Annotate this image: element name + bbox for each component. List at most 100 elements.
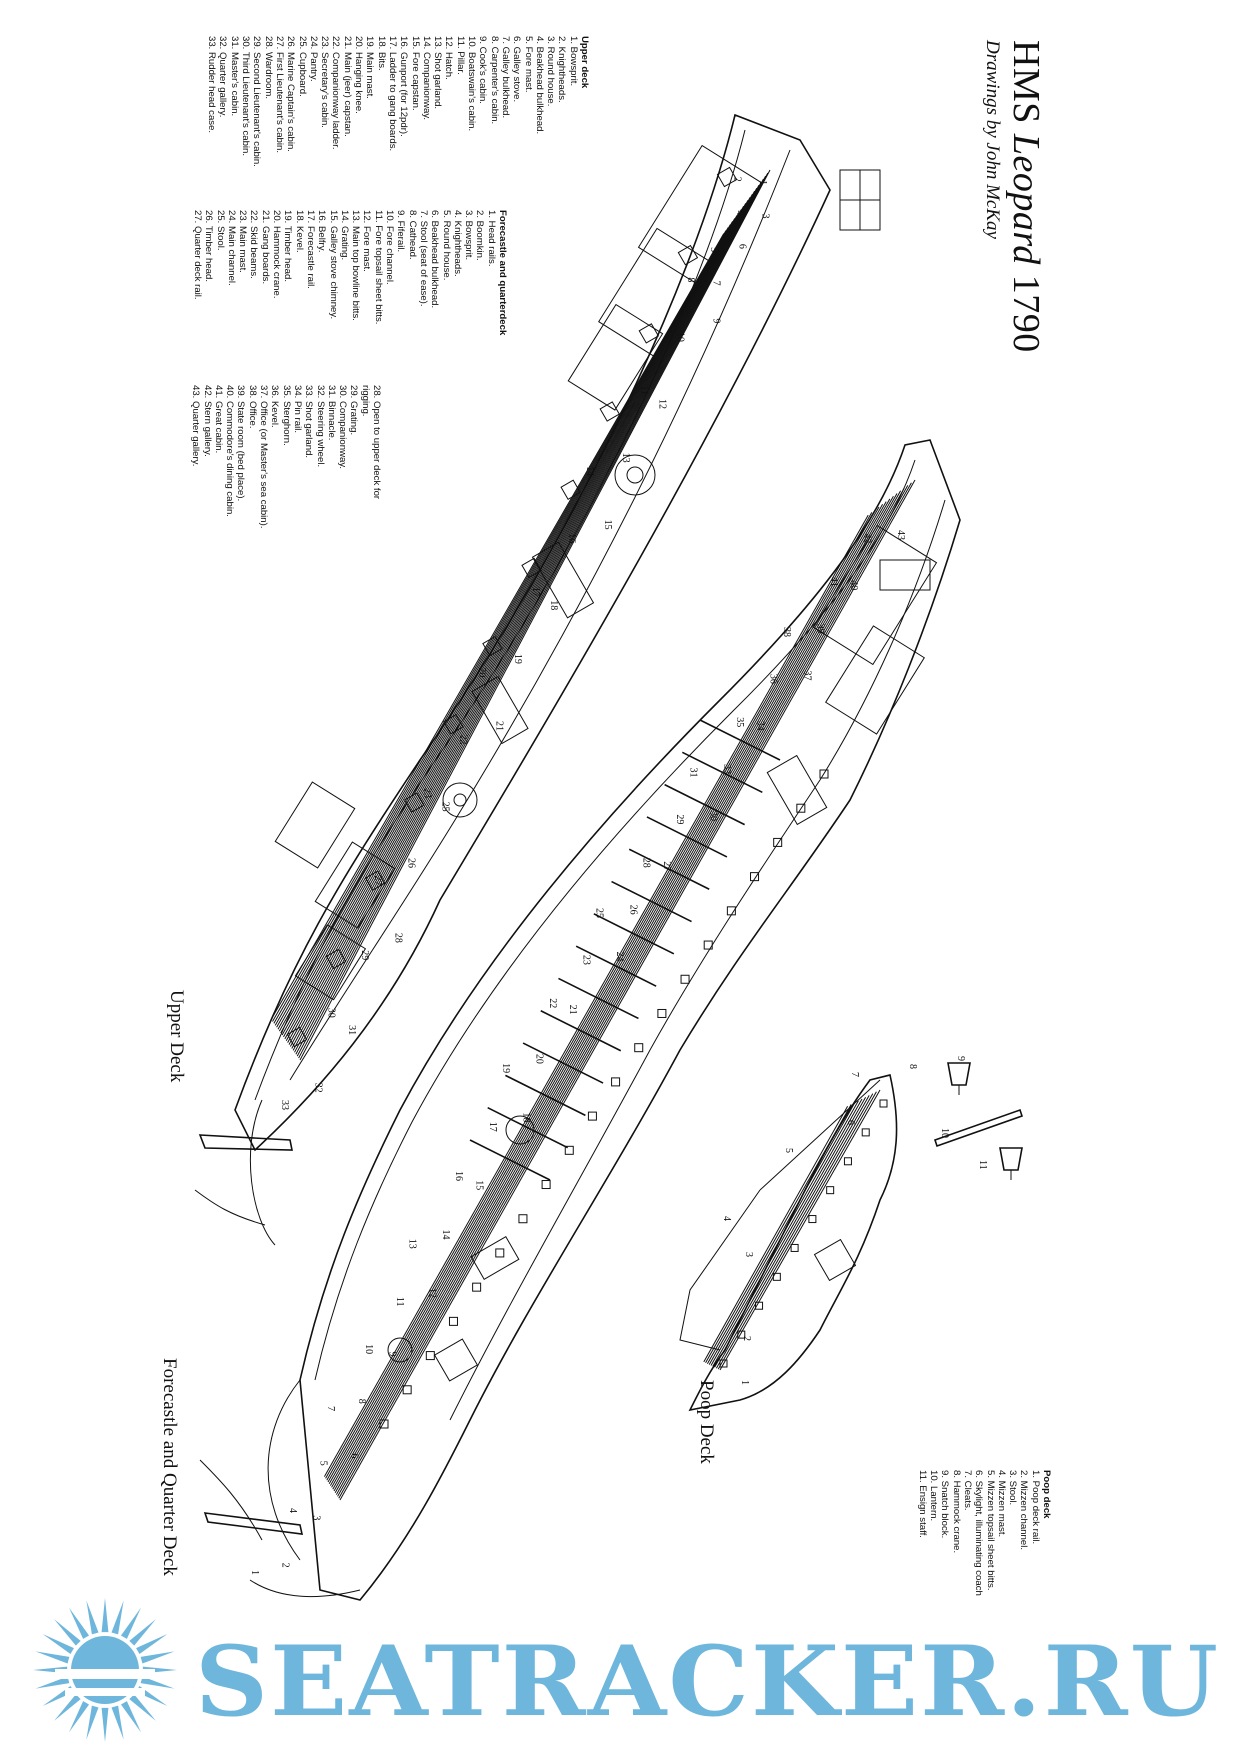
callout-number: 12: [427, 1288, 438, 1298]
callout-number: 31: [346, 1025, 357, 1035]
callout-number: 5: [318, 1461, 329, 1466]
callout-number: 4: [287, 1508, 298, 1513]
upper-deck-cabins: [274, 144, 881, 1001]
poop-deck-outline: [688, 1074, 898, 1412]
callout-number: 15: [474, 1180, 485, 1190]
callout-number: 1: [757, 180, 768, 185]
callout-number: 9: [710, 318, 721, 323]
callout-number: 16: [453, 1171, 464, 1181]
upper-deck-drawing: [194, 113, 881, 1246]
fore-capstan: [442, 782, 478, 818]
main-mast: [505, 1115, 535, 1145]
ensign-staff: [933, 1108, 1024, 1148]
callout-number: 27: [661, 861, 672, 871]
upper-deck-planking: [270, 169, 771, 1061]
lantern: [999, 1147, 1023, 1180]
callout-number: 34: [755, 721, 766, 731]
poop-rail-stanchions: [719, 1099, 888, 1368]
callout-number: 20: [534, 1054, 545, 1064]
callout-number: 3: [760, 214, 771, 219]
hammock-crane-stanchions: [379, 769, 829, 1429]
callout-number: 21: [494, 721, 505, 731]
carpenter-cabin: [274, 781, 356, 869]
callout-number: 5: [783, 1148, 794, 1153]
lieutenant-cabin: [598, 227, 713, 357]
callout-number: 22: [458, 735, 469, 745]
callout-number: 6: [845, 1120, 856, 1125]
callout-number: 15: [602, 520, 613, 530]
callout-number: 17: [530, 587, 541, 597]
skylight-grating: [813, 1238, 857, 1282]
callout-number: 18: [520, 1112, 531, 1122]
callout-number: 3: [743, 1252, 754, 1257]
callout-number: 13: [406, 1239, 417, 1249]
callout-number: 4: [734, 210, 745, 215]
callout-number: 11: [638, 385, 649, 395]
great-cabin: [812, 524, 938, 735]
callout-number: 22: [547, 998, 558, 1008]
callout-number: 2: [741, 1336, 752, 1341]
callout-number: 8: [907, 1064, 918, 1069]
callout-number: 17: [487, 1122, 498, 1132]
callout-number: 37: [801, 670, 812, 680]
callout-number: 39: [815, 624, 826, 634]
callout-number: 16: [566, 533, 577, 543]
callout-number: 43: [895, 530, 906, 540]
watermark: SEATRACKER.RU: [33, 1598, 1220, 1742]
callout-number: 6: [348, 1453, 359, 1458]
callout-number: 29: [674, 814, 685, 824]
callout-number: 8: [685, 277, 696, 282]
sun-logo-icon: [33, 1598, 177, 1742]
marine-captain-cabin: [567, 303, 664, 411]
callout-number: 32: [312, 1083, 323, 1093]
callout-number: 12: [656, 399, 667, 409]
skid-beams: [469, 719, 781, 1181]
watermark-text: SEATRACKER.RU: [195, 1625, 1220, 1738]
galley-chimney: [433, 1338, 479, 1382]
upper-deck-inner-rail: [254, 129, 746, 1101]
callout-number: 1: [739, 1380, 750, 1385]
callout-number: 40: [848, 580, 859, 590]
callout-number: 38: [781, 627, 792, 637]
callout-number: 2: [731, 177, 742, 182]
callout-number: 24: [614, 951, 625, 961]
forecastle-quarterdeck-drawing: [199, 439, 961, 1601]
bowsprit: [198, 1134, 293, 1151]
callout-number: 14: [440, 1230, 451, 1240]
callout-number: 19: [512, 654, 523, 664]
callout-number: 18: [548, 600, 559, 610]
callout-number: 36: [768, 674, 779, 684]
callout-number: 42: [861, 533, 872, 543]
callout-number: 31: [687, 768, 698, 778]
callout-number: 5: [708, 247, 719, 252]
callout-number: 7: [849, 1072, 860, 1077]
callout-number: 26: [627, 905, 638, 915]
callout-number: 20: [476, 667, 487, 677]
hatch-grating: [531, 541, 595, 619]
callout-number: 29: [359, 950, 370, 960]
callout-number: 6: [736, 244, 747, 249]
callout-number: 9: [386, 1351, 397, 1356]
callout-number: 25: [440, 802, 451, 812]
callout-numbers: 3332313029282726252322212019181716151413…: [249, 177, 988, 1575]
callout-number: 33: [721, 764, 732, 774]
forecastle-hull-outline: [299, 439, 961, 1601]
callout-number: 10: [674, 332, 685, 342]
forecastle-planking: [323, 479, 916, 1501]
callout-number: 7: [711, 281, 722, 286]
callout-number: 41: [828, 577, 839, 587]
upper-deck-waterway: [289, 149, 791, 1081]
lantern: [947, 1062, 971, 1095]
callout-number: 30: [325, 1008, 336, 1018]
callout-number: 13: [620, 453, 631, 463]
quarterdeck-grating: [766, 754, 828, 826]
callout-number: 10: [363, 1344, 374, 1354]
poop-deck-planking: [703, 1089, 881, 1371]
callout-number: 11: [394, 1297, 405, 1307]
callout-number: 28: [640, 858, 651, 868]
hatch-grating: [471, 675, 529, 745]
callout-number: 9: [955, 1056, 966, 1061]
cook-cabin: [294, 924, 367, 1001]
